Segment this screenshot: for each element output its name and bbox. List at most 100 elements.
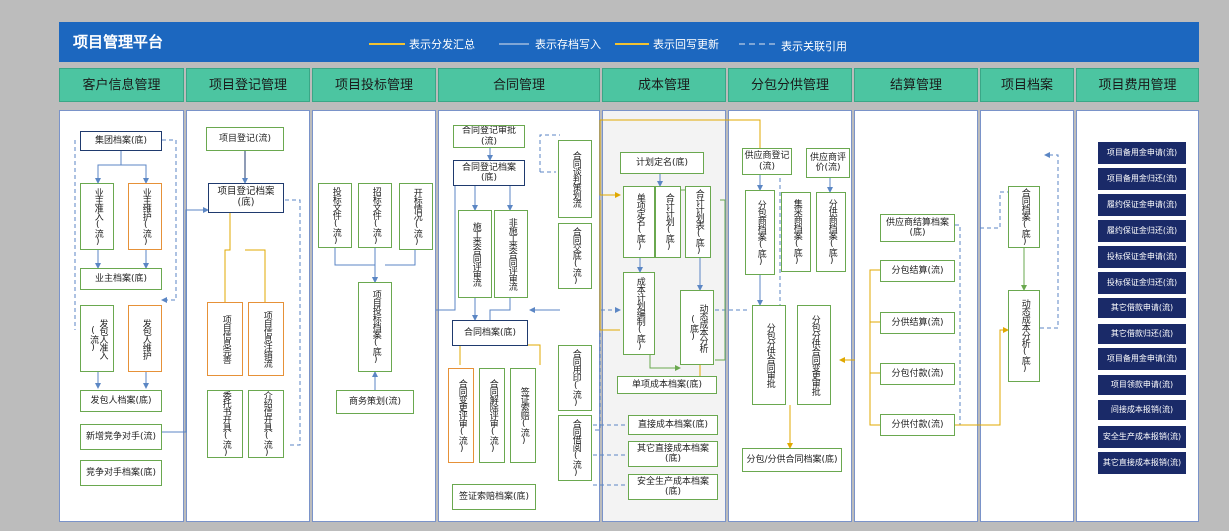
expense-item[interactable]: 项目领款申请(流) xyxy=(1098,375,1186,395)
seal-box[interactable]: 合同用印(流) xyxy=(558,345,592,411)
header-register[interactable]: 项目登记管理 xyxy=(186,68,310,102)
legend-archive: 表示存档写入 xyxy=(535,38,601,51)
sub-contract-review-label: 分包分供合同审批 xyxy=(764,323,775,387)
expense-item[interactable]: 履约保证金归还(流) xyxy=(1098,220,1186,242)
safety-archive-box[interactable]: 安全生产成本档案(底) xyxy=(628,474,718,500)
sub-pay-box[interactable]: 分包付款(流) xyxy=(880,363,955,385)
archive-dynamic-box[interactable]: 动态成本分析(底) xyxy=(1008,290,1040,382)
supplier-eval-box[interactable]: 供应商评价(流) xyxy=(806,148,850,178)
header-expense[interactable]: 项目费用管理 xyxy=(1076,68,1199,102)
project-reg-box[interactable]: 项目登记(流) xyxy=(206,127,284,151)
direct-archive-box[interactable]: 直接成本档案(底) xyxy=(628,415,718,435)
sub-vendor-archive-box[interactable]: 分包商档案(底) xyxy=(745,190,775,275)
plan-cost-box[interactable]: 成本计划编制(底) xyxy=(623,272,655,355)
legend-line-writeback xyxy=(615,43,649,45)
business-plan-box[interactable]: 商务策划(流) xyxy=(336,390,414,414)
header-customer[interactable]: 客户信息管理 xyxy=(59,68,184,102)
client-entry-box[interactable]: 发包人准入(流) xyxy=(80,305,114,372)
info-improve-box[interactable]: 项目信息完善 xyxy=(207,302,243,376)
archive-contract-label: 合同档案(底) xyxy=(1019,188,1030,246)
contract-archive-box[interactable]: 合同档案(底) xyxy=(452,320,528,346)
dynamic-cost-box[interactable]: 动态成本分析(底) xyxy=(680,290,714,365)
sub-contract-review-box[interactable]: 分包分供合同审批 xyxy=(752,305,786,405)
expense-item[interactable]: 其它借款归还(流) xyxy=(1098,324,1186,344)
supply-archive-box[interactable]: 分供商档案(底) xyxy=(816,192,846,272)
expense-item[interactable]: 间接成本报销(流) xyxy=(1098,400,1186,420)
expense-item[interactable]: 其它直接成本报销(流) xyxy=(1098,452,1186,474)
info-cancel-label: 项目信息注销流 xyxy=(261,311,272,367)
contract-calc-box[interactable]: 合计计划(底) xyxy=(655,186,681,258)
other-direct-box[interactable]: 其它直接成本档案(底) xyxy=(628,441,718,467)
header-bid[interactable]: 项目投标管理 xyxy=(312,68,436,102)
sub-change-review-label: 分包分供合同变更审批 xyxy=(809,315,820,395)
construction-review-label: 施工类合同评审流 xyxy=(470,222,481,286)
client-archive-box[interactable]: 发包人档案(底) xyxy=(80,390,162,412)
supplier-reg-box[interactable]: 供应商登记(流) xyxy=(742,148,792,175)
construction-review-box[interactable]: 施工类合同评审流 xyxy=(458,210,492,298)
sub-archive-box[interactable]: 分包/分供合同档案(底) xyxy=(742,448,842,472)
authorize-box[interactable]: 委托书开具(流) xyxy=(207,390,243,458)
title-bar: 项目管理平台 表示分发汇总 表示存档写入 表示回写更新 表示关联引用 xyxy=(59,22,1199,62)
header-contract[interactable]: 合同管理 xyxy=(438,68,600,102)
seal-label: 合同用印(流) xyxy=(570,349,581,407)
expense-item[interactable]: 项目备用金申请(流) xyxy=(1098,348,1186,370)
group-archive-box[interactable]: 集团档案(底) xyxy=(80,131,162,151)
new-rival-box[interactable]: 新增竞争对手(流) xyxy=(80,424,162,450)
supply-settle-box[interactable]: 分供结算(流) xyxy=(880,312,955,334)
header-archive[interactable]: 项目档案 xyxy=(980,68,1074,102)
supplier-settle-box[interactable]: 供应商结算档案(底) xyxy=(880,214,955,242)
intro-box[interactable]: 介绍信开具(流) xyxy=(248,390,284,458)
rival-archive-box[interactable]: 竞争对手档案(底) xyxy=(80,460,162,486)
purchase-archive-box[interactable]: 集采商档案(底) xyxy=(781,192,811,272)
expense-item[interactable]: 投标保证金申请(流) xyxy=(1098,246,1186,268)
negotiation-box[interactable]: 合同谈判策划流 xyxy=(558,140,592,218)
expense-item[interactable]: 项目备用金归还(流) xyxy=(1098,168,1186,190)
legend-line-archive xyxy=(499,43,529,45)
bid-doc-box[interactable]: 投标文件(流) xyxy=(318,183,352,248)
change-review-box[interactable]: 合同变更评审(流) xyxy=(448,368,474,463)
plan-naming-box[interactable]: 计划定名(底) xyxy=(620,152,704,174)
contract-calc2-box[interactable]: 合计计划表(底) xyxy=(685,186,711,258)
open-bid-box[interactable]: 开标情况(流) xyxy=(399,183,433,250)
single-naming-box[interactable]: 单项定名(底) xyxy=(623,186,655,258)
borrow-label: 合同借阅(流) xyxy=(570,419,581,477)
open-bid-label: 开标情况(流) xyxy=(411,187,422,246)
disclosure-box[interactable]: 合同交底(流) xyxy=(558,223,592,289)
bid-archive-box[interactable]: 项目投标档案(底) xyxy=(358,282,392,372)
client-maint-box[interactable]: 发包人维护 xyxy=(128,305,162,372)
borrow-box[interactable]: 合同借阅(流) xyxy=(558,415,592,481)
legend-line-distribute xyxy=(369,43,405,45)
non-construction-review-box[interactable]: 非施工类合同评审流 xyxy=(494,210,528,298)
owner-entry-box[interactable]: 业主准入(流) xyxy=(80,183,114,250)
authorize-label: 委托书开具(流) xyxy=(220,391,231,457)
sub-settle-box[interactable]: 分包结算(流) xyxy=(880,260,955,282)
supply-pay-box[interactable]: 分供付款(流) xyxy=(880,414,955,436)
info-cancel-box[interactable]: 项目信息注销流 xyxy=(248,302,284,376)
tender-doc-box[interactable]: 招标文件(流) xyxy=(358,183,392,248)
header-settle[interactable]: 结算管理 xyxy=(854,68,978,102)
negotiation-label: 合同谈判策划流 xyxy=(570,151,581,207)
visa-claim-box[interactable]: 签证索赔(流) xyxy=(510,368,536,463)
sub-change-review-box[interactable]: 分包分供合同变更审批 xyxy=(797,305,831,405)
expense-item[interactable]: 项目备用金申请(流) xyxy=(1098,142,1186,164)
contract-reg-review-box[interactable]: 合同登记审批(流) xyxy=(453,125,525,148)
archive-contract-box[interactable]: 合同档案(底) xyxy=(1008,186,1040,248)
contract-reg-archive-box[interactable]: 合同登记档案(底) xyxy=(453,160,525,186)
project-reg-archive-box[interactable]: 项目登记档案(底) xyxy=(208,183,284,213)
expense-item[interactable]: 履约保证金申请(流) xyxy=(1098,194,1186,216)
sub-vendor-archive-label: 分包商档案(底) xyxy=(755,199,766,266)
terminate-review-box[interactable]: 合同解除评审(流) xyxy=(479,368,505,463)
expense-item[interactable]: 投标保证金归还(流) xyxy=(1098,272,1186,294)
header-cost[interactable]: 成本管理 xyxy=(602,68,726,102)
owner-maint-label: 业主维护(流) xyxy=(140,187,151,246)
bid-archive-label: 项目投标档案(底) xyxy=(370,290,381,364)
owner-archive-box[interactable]: 业主档案(底) xyxy=(80,268,162,290)
owner-maint-box[interactable]: 业主维护(流) xyxy=(128,183,162,250)
expense-item[interactable]: 安全生产成本报销(流) xyxy=(1098,426,1186,448)
legend-reference: 表示关联引用 xyxy=(781,40,847,53)
expense-item[interactable]: 其它借款申请(流) xyxy=(1098,298,1186,318)
header-subcontract[interactable]: 分包分供管理 xyxy=(728,68,852,102)
single-archive-box[interactable]: 单项成本档案(底) xyxy=(617,376,717,394)
visa-archive-box[interactable]: 签证索赔档案(底) xyxy=(452,484,536,510)
